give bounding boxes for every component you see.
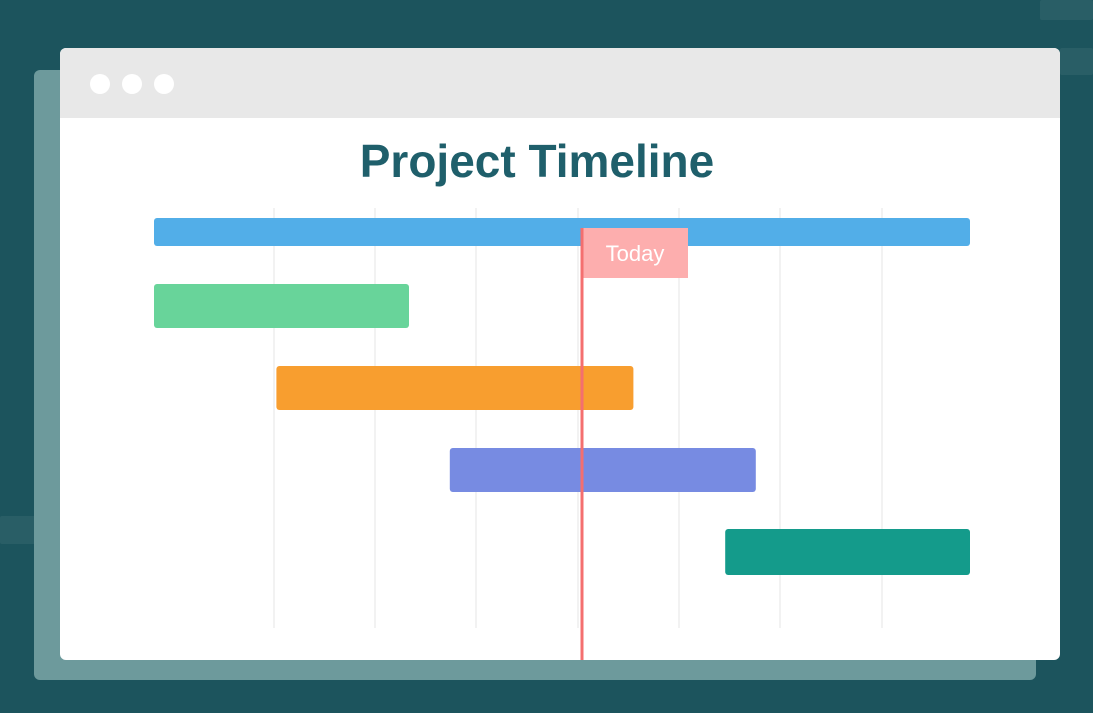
- browser-window: Project Timeline Today: [60, 48, 1060, 660]
- task-bar-3[interactable]: [276, 366, 634, 410]
- today-label-box: [582, 228, 688, 278]
- gantt-chart: Today: [154, 208, 970, 660]
- background-decoration: [0, 516, 40, 544]
- task-bar-1[interactable]: [154, 218, 970, 246]
- close-dot-icon[interactable]: [90, 74, 110, 94]
- minimize-dot-icon[interactable]: [122, 74, 142, 94]
- today-marker: Today: [580, 228, 688, 660]
- chart-title: Project Timeline: [359, 135, 715, 187]
- today-line: [580, 228, 584, 660]
- background-decoration: [1060, 48, 1093, 75]
- background-decoration: [1040, 0, 1093, 20]
- maximize-dot-icon[interactable]: [154, 74, 174, 94]
- task-bar-5[interactable]: [725, 529, 970, 575]
- task-bar-2[interactable]: [154, 284, 409, 328]
- today-label: Today: [606, 241, 665, 266]
- task-bar-4[interactable]: [449, 448, 756, 492]
- task-bars: [154, 218, 970, 575]
- window-titlebar: [60, 48, 1060, 118]
